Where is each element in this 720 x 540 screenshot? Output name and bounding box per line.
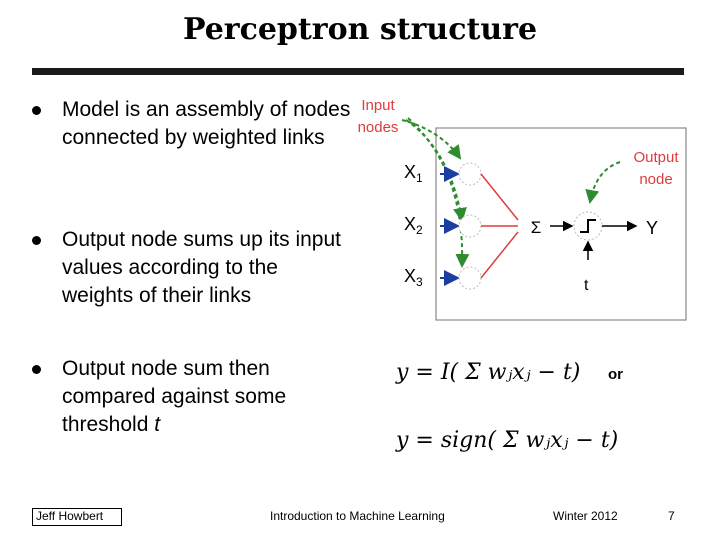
perceptron-diagram: Input nodes Output node X1 X2 X3 Σ Y t bbox=[358, 97, 687, 321]
output-pointer-arrow bbox=[585, 161, 621, 204]
slide-title: Perceptron structure bbox=[182, 12, 538, 47]
step-function-icon bbox=[580, 219, 596, 233]
equation-indicator: y = I( Σ wⱼxⱼ − t) bbox=[396, 360, 581, 385]
input-node-2 bbox=[458, 214, 482, 238]
title-divider bbox=[32, 68, 684, 75]
author-box bbox=[32, 508, 122, 526]
input-nodes-label-2: nodes bbox=[358, 119, 399, 136]
output-node-label-1: Output bbox=[633, 149, 679, 166]
output-y-label: Y bbox=[646, 218, 658, 238]
perceptron-frame bbox=[435, 127, 687, 321]
input-node-3 bbox=[458, 266, 482, 290]
equation-sign: y = sign( Σ wⱼxⱼ − t) bbox=[396, 428, 619, 453]
bullet-dot-icon bbox=[32, 365, 41, 374]
weight-link-1 bbox=[480, 173, 519, 221]
x1-label: X1 bbox=[404, 162, 423, 185]
input-pointer-arrow-3 bbox=[407, 117, 470, 268]
bullet-2-text: Output node sums up its input values acc… bbox=[62, 228, 341, 307]
footer-course: Introduction to Machine Learning bbox=[270, 509, 445, 523]
x2-label: X2 bbox=[404, 214, 423, 237]
or-label: or bbox=[608, 366, 623, 383]
bullet-dot-icon bbox=[32, 106, 41, 115]
bullet-1-text: Model is an assembly of nodes connected … bbox=[62, 98, 351, 149]
bullet-3-text: Output node sum then compared against so… bbox=[62, 357, 287, 436]
footer-page-number: 7 bbox=[668, 509, 675, 523]
weight-link-3 bbox=[480, 231, 519, 279]
input-pointer-arrow-1 bbox=[401, 119, 462, 160]
threshold-t-label: t bbox=[584, 277, 589, 294]
bullet-dot-icon bbox=[32, 236, 41, 245]
output-node-label-2: node bbox=[639, 171, 672, 188]
sum-symbol: Σ bbox=[531, 218, 542, 237]
footer-term: Winter 2012 bbox=[553, 509, 618, 523]
x3-label: X3 bbox=[404, 266, 423, 289]
footer-author: Jeff Howbert bbox=[36, 509, 104, 523]
input-nodes-label-1: Input bbox=[361, 97, 395, 114]
input-node-1 bbox=[458, 162, 482, 186]
